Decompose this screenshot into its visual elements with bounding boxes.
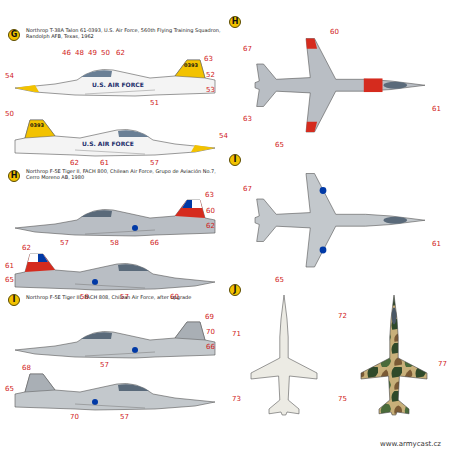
callout-number: 73 <box>232 395 241 403</box>
callout-number: 60 <box>330 28 339 36</box>
callout-number: 54 <box>219 132 228 140</box>
callout-number: 46 <box>62 49 71 57</box>
callout-number: 62 <box>70 159 79 167</box>
plan-view <box>361 295 427 415</box>
variant-letter-circle: H <box>229 16 241 28</box>
variant-letter-circle: I <box>229 154 241 166</box>
variant-letter-circle: H <box>8 170 20 182</box>
callout-number: 57 <box>100 361 109 369</box>
callout-number: 63 <box>243 115 252 123</box>
variant-caption: Northrop F-5E Tiger III, FACH 808, Chile… <box>26 295 221 301</box>
callout-number: 51 <box>150 99 159 107</box>
callout-number: 65 <box>275 141 284 149</box>
callout-number: 48 <box>75 49 84 57</box>
callout-number: 70 <box>70 413 79 421</box>
variant-letter: H <box>232 18 239 26</box>
callout-number: 57 <box>120 413 129 421</box>
callout-number: 63 <box>205 191 214 199</box>
callout-number: 72 <box>338 312 347 320</box>
callout-number: 66 <box>150 239 159 247</box>
side-view <box>15 322 215 358</box>
side-view <box>15 60 215 96</box>
serial-marking: 0393 <box>30 123 44 129</box>
variant-letter: J <box>234 286 237 294</box>
plan-view <box>255 39 425 133</box>
callout-number: 67 <box>243 45 252 53</box>
callout-number: 54 <box>5 72 14 80</box>
callout-number: 58 <box>110 239 119 247</box>
variant-caption: Northrop F-5E Tiger II, FACH 800, Chilea… <box>26 169 221 181</box>
callout-number: 61 <box>100 159 109 167</box>
callout-number: 67 <box>243 185 252 193</box>
plan-view <box>251 295 317 415</box>
serial-marking: 0393 <box>184 63 198 69</box>
variant-letter-circle: I <box>8 294 20 306</box>
side-view <box>15 254 215 290</box>
callout-number: 52 <box>206 71 215 79</box>
callout-number: 62 <box>116 49 125 57</box>
website: www.armycast.cz <box>380 440 441 448</box>
side-view <box>15 200 215 236</box>
callout-number: 65 <box>5 385 14 393</box>
callout-number: 70 <box>206 328 215 336</box>
callout-number: 75 <box>338 395 347 403</box>
variant-letter: I <box>13 296 16 304</box>
callout-number: 50 <box>5 110 14 118</box>
callout-number: 65 <box>275 276 284 284</box>
callout-number: 53 <box>206 86 215 94</box>
callout-number: 61 <box>432 105 441 113</box>
callout-number: 50 <box>101 49 110 57</box>
variant-letter: G <box>11 31 18 39</box>
callout-number: 57 <box>150 159 159 167</box>
callout-number: 77 <box>438 360 447 368</box>
variant-letter: I <box>234 156 237 164</box>
side-view <box>15 374 215 410</box>
callout-number: 57 <box>60 239 69 247</box>
callout-number: 62 <box>22 244 31 252</box>
fuselage-marking: U.S. AIR FORCE <box>82 141 134 148</box>
variant-caption: Northrop T-38A Talon 61-0393, U.S. Air F… <box>26 28 221 40</box>
callout-number: 62 <box>206 222 215 230</box>
side-view <box>15 120 215 156</box>
callout-number: 63 <box>204 55 213 63</box>
plan-view <box>255 174 425 268</box>
callout-number: 66 <box>206 343 215 351</box>
callout-number: 61 <box>432 240 441 248</box>
callout-number: 68 <box>22 364 31 372</box>
variant-letter-circle: G <box>8 29 20 41</box>
variant-letter: H <box>11 172 18 180</box>
variant-letter-circle: J <box>229 284 241 296</box>
callout-number: 69 <box>205 313 214 321</box>
callout-number: 60 <box>206 207 215 215</box>
callout-number: 71 <box>232 330 241 338</box>
callout-number: 61 <box>5 262 14 270</box>
fuselage-marking: U.S. AIR FORCE <box>92 82 144 89</box>
callout-number: 49 <box>88 49 97 57</box>
callout-number: 65 <box>5 276 14 284</box>
